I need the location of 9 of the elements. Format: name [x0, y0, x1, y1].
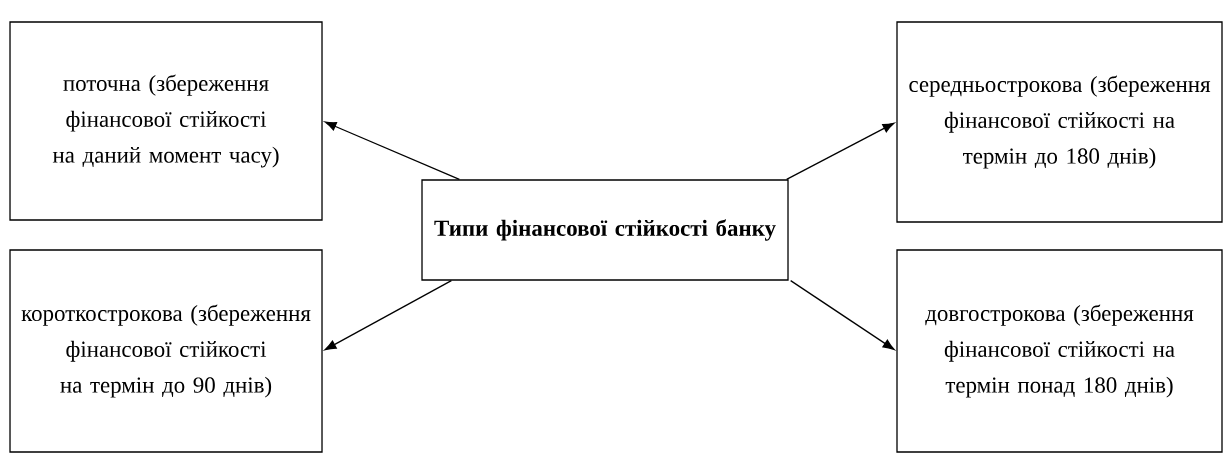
text-box: середньострокова (збереження фінансової стійкості на термін до 180 днів)	[896, 21, 1223, 223]
text-box: довгострокова (збереження фінансової стійкості на термін понад 180 днів)	[896, 249, 1223, 453]
text-box: Типи фінансової стійкості банку	[421, 179, 789, 281]
text-box: поточна (збереження фінансової стійкості на даний момент часу)	[9, 21, 323, 221]
arrow	[786, 122, 895, 180]
arrow	[324, 280, 452, 351]
arrow	[790, 280, 895, 351]
text-box: короткострокова (збереження фінансової стійкості на термін до 90 днів)	[9, 249, 323, 453]
arrow	[324, 121, 460, 180]
